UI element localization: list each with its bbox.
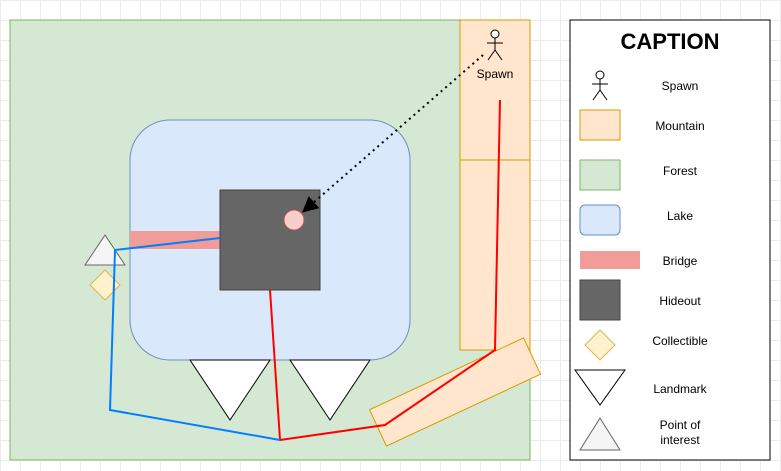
legend-swatch-point-of-interest (579, 417, 621, 451)
mountain-middle (459, 159, 531, 351)
legend-label-forest: Forest (663, 164, 698, 178)
legend-label-landmark: Landmark (653, 382, 707, 396)
legend-swatch-lake (579, 204, 621, 236)
legend-swatch-forest (579, 159, 621, 191)
mountain-slope (368, 337, 542, 447)
legend-swatch-hideout (579, 279, 621, 321)
spawn-icon (487, 29, 503, 61)
legend-title: CAPTION (621, 29, 720, 54)
legend-swatch-bridge (580, 251, 640, 269)
path-blue (108, 237, 281, 441)
map-area: Spawn (9, 19, 542, 461)
path-red (269, 99, 501, 442)
legend-label-mountain: Mountain (655, 119, 704, 133)
legend-swatch-collectible (584, 329, 616, 361)
hideout (219, 189, 321, 291)
hideout-target-marker (283, 209, 305, 231)
landmark-triangle-right (289, 359, 371, 421)
legend-spawn-icon (592, 70, 608, 101)
legend-label-lake: Lake (667, 209, 693, 223)
legend-label-collectible: Collectible (652, 334, 708, 348)
spawn-label: Spawn (477, 67, 514, 81)
legend-swatch-landmark (574, 369, 626, 406)
legend-swatch-mountain (579, 109, 621, 141)
legend: CAPTION Spawn Mountain Forest Lake Bridg… (569, 19, 771, 461)
legend-label-hideout: Hideout (659, 294, 701, 308)
legend-label-poi-line2: interest (660, 433, 700, 447)
legend-label-spawn: Spawn (662, 79, 699, 93)
legend-label-poi-line1: Point of (660, 418, 701, 432)
bridge (130, 231, 220, 249)
legend-label-bridge: Bridge (663, 254, 698, 268)
landmark-triangle-left (189, 359, 271, 421)
